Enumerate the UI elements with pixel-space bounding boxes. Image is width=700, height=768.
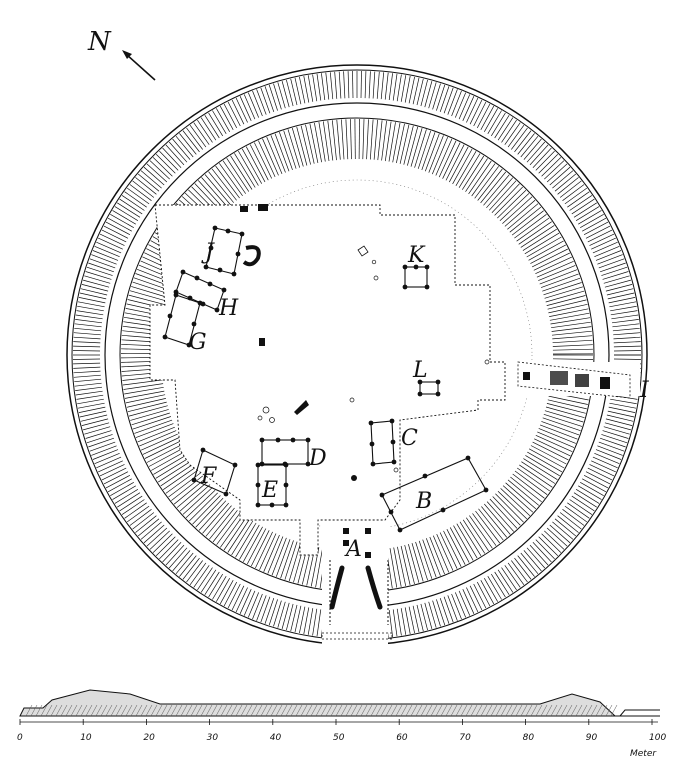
metric-scale: Meter 0 10 20 30 40 50 60 70 80 90 100 <box>17 719 666 759</box>
post-hole <box>235 251 241 257</box>
post-hole <box>389 418 395 424</box>
post-hole <box>269 502 275 508</box>
label-G: G <box>189 330 207 355</box>
post-hole <box>402 264 408 270</box>
post-hole <box>305 437 311 443</box>
scale-tick-label: 50 <box>333 733 345 743</box>
post-hole <box>162 334 168 340</box>
post-hole <box>435 391 441 397</box>
scale-tick-label: 30 <box>207 733 219 743</box>
post-hole <box>173 292 179 298</box>
post-hole <box>388 509 394 515</box>
north-marker-label: N <box>87 27 112 57</box>
post-hole <box>186 342 192 348</box>
post-hole <box>465 455 471 461</box>
scale-tick-label: 0 <box>17 733 23 743</box>
label-L: L <box>412 358 428 383</box>
post-hole <box>203 264 209 270</box>
post-hole <box>440 507 446 513</box>
post-hole <box>391 459 397 465</box>
post-hole <box>283 502 289 508</box>
label-C: C <box>401 426 418 451</box>
post-hole <box>422 473 428 479</box>
post-hole <box>221 287 227 293</box>
south-gate <box>321 528 393 640</box>
post-hole <box>413 264 419 270</box>
inner-rampart-hatching <box>120 118 594 592</box>
label-I: I <box>639 378 650 403</box>
post-hole <box>223 491 229 497</box>
scale-tick-label: 40 <box>270 733 282 743</box>
scale-tick-label: 60 <box>396 733 408 743</box>
label-D: D <box>308 446 327 471</box>
post-hole <box>255 482 261 488</box>
post-hole <box>424 264 430 270</box>
post-hole <box>187 295 193 301</box>
post-hole <box>370 461 376 467</box>
post-hole <box>232 462 238 468</box>
post-hole <box>255 502 261 508</box>
post-hole <box>369 441 375 447</box>
post-hole <box>231 271 237 277</box>
scale-tick-label: 90 <box>586 733 598 743</box>
east-gate <box>517 361 631 399</box>
post-holes <box>162 225 489 533</box>
post-hole <box>259 461 265 467</box>
north-arrow: N <box>87 27 156 81</box>
post-hole <box>379 492 385 498</box>
label-B: B <box>415 489 432 514</box>
scale-unit-label: Meter <box>630 749 657 759</box>
post-hole <box>214 307 220 313</box>
outer-rampart-hatching <box>72 70 642 640</box>
building-L <box>419 381 439 395</box>
label-K: K <box>407 243 426 268</box>
cross-section-profile <box>19 689 660 723</box>
outer-rampart <box>66 64 648 646</box>
post-hole <box>191 477 197 483</box>
post-hole <box>305 461 311 467</box>
scale-tick-label: 10 <box>80 733 92 743</box>
post-hole <box>417 379 423 385</box>
scale-tick-label: 70 <box>459 733 471 743</box>
post-hole <box>368 420 374 426</box>
post-hole <box>194 275 200 281</box>
post-hole <box>402 284 408 290</box>
post-hole <box>390 439 396 445</box>
post-hole <box>483 487 489 493</box>
post-hole <box>217 267 223 273</box>
label-H: H <box>218 296 239 321</box>
scale-tick-label: 80 <box>523 733 535 743</box>
post-hole <box>255 462 261 468</box>
site-labels: A B C D E F G H I J K L <box>189 240 650 562</box>
post-hole <box>180 269 186 275</box>
post-hole <box>167 313 173 319</box>
post-hole <box>212 225 218 231</box>
label-J: J <box>201 240 215 265</box>
post-hole <box>197 300 203 306</box>
post-hole <box>424 284 430 290</box>
inner-rampart <box>119 117 595 593</box>
post-hole <box>191 321 197 327</box>
post-hole <box>207 281 213 287</box>
label-E: E <box>261 478 278 503</box>
post-hole <box>283 462 289 468</box>
scale-tick-label: 100 <box>649 733 666 743</box>
post-hole <box>200 447 206 453</box>
post-hole <box>239 231 245 237</box>
post-hole <box>225 228 231 234</box>
post-hole <box>208 245 214 251</box>
interior-outline <box>149 204 506 556</box>
post-hole <box>259 437 265 443</box>
post-hole <box>290 437 296 443</box>
post-hole <box>283 482 289 488</box>
post-hole <box>275 437 281 443</box>
post-hole <box>417 391 423 397</box>
post-hole <box>397 527 403 533</box>
interior-features <box>240 204 490 481</box>
scale-tick-label: 20 <box>143 733 155 743</box>
label-A: A <box>344 537 362 562</box>
label-F: F <box>200 464 217 489</box>
post-hole <box>435 379 441 385</box>
